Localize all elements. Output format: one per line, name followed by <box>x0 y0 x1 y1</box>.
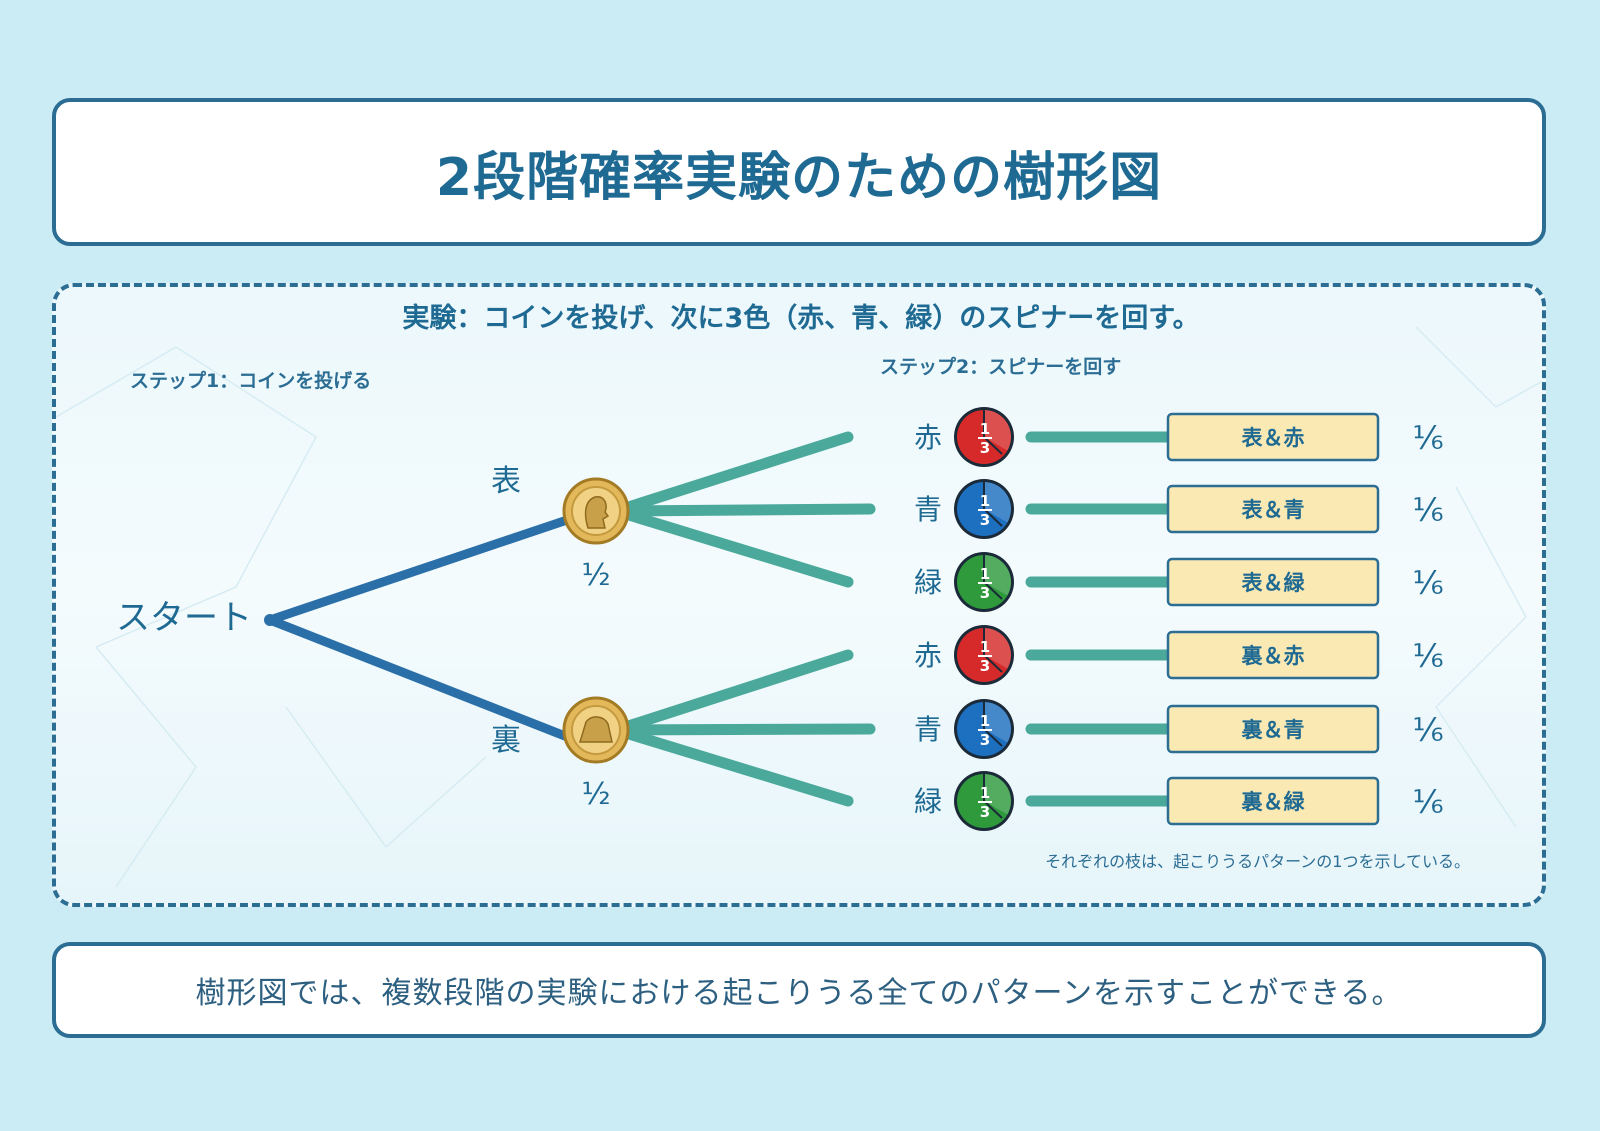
outcome-box <box>1166 412 1380 462</box>
spinner-denominator: 3 <box>980 803 990 821</box>
start-label: スタート <box>116 598 252 638</box>
outcome-probability: ⅙ <box>1412 419 1443 457</box>
stage2-branch-1 <box>610 431 854 517</box>
outcome-row-4: 赤 13 裏＆赤 ⅙ <box>914 625 1444 685</box>
outcome-row-2: 青 13 表＆青 ⅙ <box>914 479 1444 539</box>
color-label: 赤 <box>914 421 942 454</box>
coin-branch-label: 表 <box>491 464 521 499</box>
stage1-branches <box>264 514 575 743</box>
outcome-probability: ⅙ <box>1412 783 1443 821</box>
title-panel: 2段階確率実験のための樹形図 <box>52 98 1546 246</box>
spinner-sector <box>984 482 1012 523</box>
spinner-sector <box>984 628 1012 669</box>
color-label: 赤 <box>914 639 942 672</box>
spinner-numerator: 1 <box>980 712 990 730</box>
coin-branch-probability: ½ <box>581 558 610 593</box>
coin-node-2: 裏½ <box>491 696 630 812</box>
spinner-numerator: 1 <box>980 420 990 438</box>
coin-nodes: 表½裏½ <box>491 464 630 812</box>
spinner-needle <box>983 654 1003 673</box>
spinner-sector <box>984 774 1012 815</box>
stage2-branch-6 <box>610 724 854 807</box>
spinner-needle <box>983 581 1003 600</box>
page-title: 2段階確率実験のための樹形図 <box>435 147 1163 208</box>
spinner-needle <box>983 728 1003 747</box>
outcome-box <box>1166 704 1380 754</box>
outcome-row-5: 青 13 裏＆青 ⅙ <box>914 699 1444 759</box>
spinner-denominator: 3 <box>980 657 990 675</box>
outcome-row-3: 緑 13 表＆緑 ⅙ <box>914 552 1444 612</box>
outcome-label: 裏＆赤 <box>1241 644 1305 668</box>
stage2-branch-5 <box>610 723 876 736</box>
outcome-probability: ⅙ <box>1412 491 1443 529</box>
stage2-branch-3 <box>610 505 854 588</box>
summary-text: 樹形図では、複数段階の実験における起こりうる全てのパターンを示すことができる。 <box>195 976 1403 1011</box>
outcome-label: 裏＆青 <box>1241 718 1305 742</box>
spinner-denominator: 3 <box>980 731 990 749</box>
tree-diagram: 実験：コインを投げ、次に3色（赤、青、緑）のスピナーを回す。 ステップ1：コイン… <box>56 302 1542 888</box>
outcome-label: 表＆青 <box>1242 498 1305 522</box>
footnote: それぞれの枝は、起こりうるパターンの1つを示している。 <box>1045 852 1470 871</box>
experiment-description: 実験：コインを投げ、次に3色（赤、青、緑）のスピナーを回す。 <box>402 302 1199 334</box>
outcome-box <box>1166 630 1380 680</box>
outcome-probability: ⅙ <box>1412 711 1443 749</box>
spinner-denominator: 3 <box>980 511 990 529</box>
spinner-needle <box>983 508 1003 527</box>
coin-node-1: 表½ <box>491 464 630 593</box>
outcome-box <box>1166 776 1380 826</box>
spinner-denominator: 3 <box>980 439 990 457</box>
spinner-needle <box>983 800 1003 819</box>
step2-label: ステップ2：スピナーを回す <box>880 355 1121 378</box>
tail-emblem-icon <box>578 716 613 743</box>
spinner-numerator: 1 <box>980 638 990 656</box>
coin-branch-label: 裏 <box>491 723 521 758</box>
start-node <box>264 614 276 626</box>
outcome-label: 表＆緑 <box>1242 571 1306 595</box>
spinner-denominator: 3 <box>980 584 990 602</box>
stage1-branch-1 <box>265 514 575 625</box>
outcome-probability: ⅙ <box>1412 564 1443 602</box>
background-decoration <box>56 326 1542 888</box>
summary-panel: 樹形図では、複数段階の実験における起こりうる全てのパターンを示すことができる。 <box>52 942 1546 1038</box>
head-profile-icon <box>584 496 610 529</box>
step1-label: ステップ1：コインを投げる <box>130 369 371 392</box>
spinner-needle <box>983 436 1003 455</box>
coin-branch-probability: ½ <box>581 777 610 812</box>
spinner-numerator: 1 <box>980 784 990 802</box>
spinner-sector <box>984 702 1012 743</box>
spinner-numerator: 1 <box>980 565 990 583</box>
stage2-branches <box>610 431 876 807</box>
color-label: 緑 <box>914 566 942 599</box>
spinner-sector <box>984 410 1012 451</box>
color-label: 緑 <box>914 785 942 818</box>
outcome-label: 表＆赤 <box>1242 426 1305 450</box>
spinner-sector <box>984 555 1012 596</box>
color-label: 青 <box>914 713 942 746</box>
outcome-row-1: 赤 13 表＆赤 ⅙ <box>914 407 1444 467</box>
stage1-branch-2 <box>265 615 575 743</box>
stage2-branch-4 <box>610 649 854 736</box>
color-label: 青 <box>914 493 942 526</box>
stage2-branch-2 <box>610 503 876 517</box>
outcome-label: 裏＆緑 <box>1241 790 1306 814</box>
diagram-panel: 実験：コインを投げ、次に3色（赤、青、緑）のスピナーを回す。 ステップ1：コイン… <box>52 283 1546 907</box>
spinner-numerator: 1 <box>980 492 990 510</box>
outcome-row-6: 緑 13 裏＆緑 ⅙ <box>914 771 1444 831</box>
outcome-box <box>1166 484 1380 534</box>
outcome-box <box>1166 557 1380 607</box>
outcome-probability: ⅙ <box>1412 637 1443 675</box>
